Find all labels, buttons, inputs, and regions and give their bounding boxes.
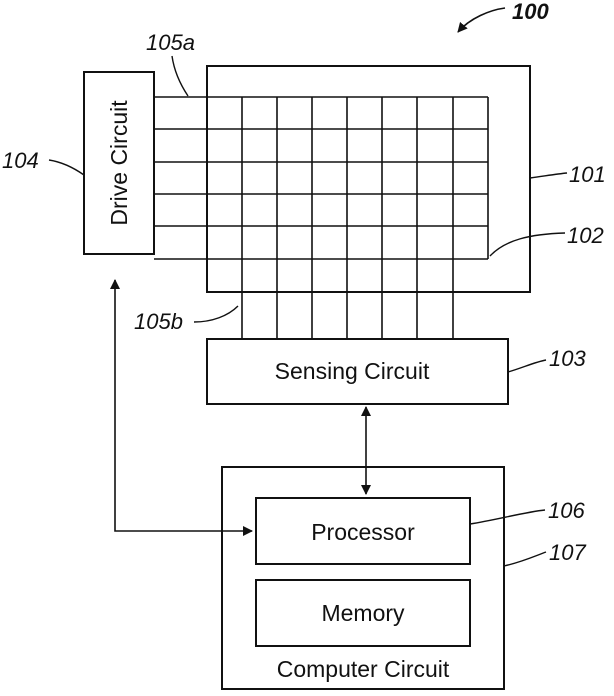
figure-number-arrow — [458, 8, 505, 32]
processor-label: Processor — [311, 519, 415, 545]
ref-104-leader — [49, 160, 84, 175]
memory-label: Memory — [321, 600, 405, 626]
ref-103-leader — [508, 360, 546, 372]
touch-panel-outline — [207, 66, 530, 292]
ref-105b: 105b — [134, 309, 183, 334]
ref-102: 102 — [567, 223, 604, 248]
ref-103: 103 — [549, 346, 586, 371]
sensing-circuit-label: Sensing Circuit — [275, 358, 430, 384]
ref-101-leader — [530, 173, 567, 178]
ref-104-group: 104 — [2, 148, 84, 175]
ref-107-leader — [504, 552, 546, 566]
ref-105a-leader — [172, 56, 188, 96]
computer-circuit-label: Computer Circuit — [277, 656, 450, 682]
figure-number-group: 100 — [458, 0, 549, 32]
ref-101: 101 — [569, 162, 606, 187]
ref-103-group: 103 — [508, 346, 586, 372]
ref-107-group: 107 — [504, 540, 586, 566]
ref-105b-leader — [194, 306, 238, 322]
figure-number: 100 — [512, 0, 549, 24]
ref-105b-group: 105b — [134, 306, 238, 334]
ref-107: 107 — [549, 540, 586, 565]
ref-101-group: 101 — [530, 162, 606, 187]
ref-106: 106 — [548, 498, 585, 523]
drive-circuit-label: Drive Circuit — [106, 100, 132, 226]
ref-105a: 105a — [146, 30, 195, 55]
ref-104: 104 — [2, 148, 39, 173]
